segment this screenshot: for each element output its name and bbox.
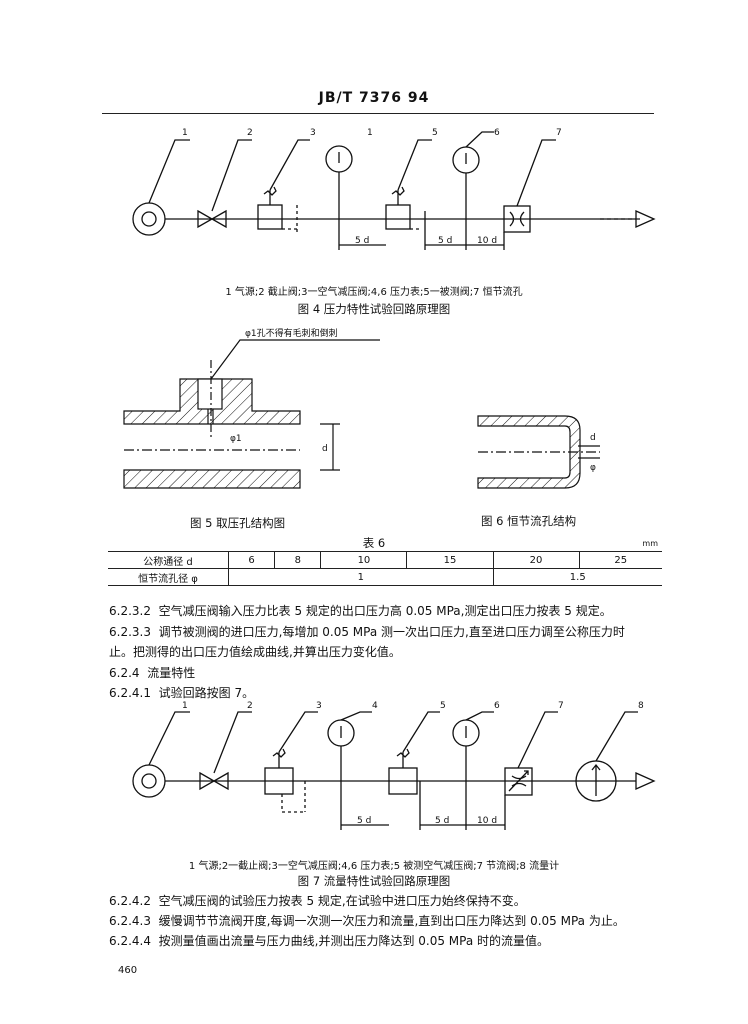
fig7-dim-3: 10 d bbox=[477, 816, 497, 826]
table-row: 恒节流孔径 φ 1 1.5 bbox=[108, 568, 662, 586]
fig4-callout-6: 6 bbox=[494, 128, 500, 138]
clause-text: 按测量值画出流量与压力曲线,并测出压力降达到 0.05 MPa 时的流量值。 bbox=[158, 934, 550, 948]
clause-text: 空气减压阀输入压力比表 5 规定的出口压力高 0.05 MPa,测定出口压力按表… bbox=[158, 604, 612, 618]
clause-text: 调节被测阀的进口压力,每增加 0.05 MPa 测一次出口压力,直至进口压力调至… bbox=[158, 625, 625, 639]
clause-text: 空气减压阀的试验压力按表 5 规定,在试验中进口压力始终保持不变。 bbox=[158, 894, 526, 908]
paragraph: 6.2.3.3 调节被测阀的进口压力,每增加 0.05 MPa 测一次出口压力,… bbox=[109, 624, 625, 640]
fig4-callout-4: 1 bbox=[367, 128, 373, 138]
fig4-legend: 1 气源;2 截止阀;3一空气减压阀;4,6 压力表;5一被测阀;7 恒节流孔 bbox=[225, 287, 523, 298]
fig6-dim-phi: φ bbox=[590, 463, 596, 473]
fig6-caption: 图 6 恒节流孔结构 bbox=[481, 514, 577, 528]
page-number: 460 bbox=[118, 965, 138, 976]
paragraph: 6.2.4.1 试验回路按图 7。 bbox=[109, 685, 254, 701]
clause-number: 6.2.3.2 bbox=[109, 604, 151, 618]
fig4-dim-2: 5 d bbox=[438, 236, 452, 246]
fig4-callout-3: 3 bbox=[310, 128, 316, 138]
fig7-callout-3: 3 bbox=[316, 701, 322, 711]
fig4-callout-2: 2 bbox=[247, 128, 253, 138]
paragraph: 6.2.4 流量特性 bbox=[109, 665, 195, 681]
clause-number: 6.2.4.3 bbox=[109, 914, 151, 928]
paragraph: 6.2.4.4 按测量值画出流量与压力曲线,并测出压力降达到 0.05 MPa … bbox=[109, 933, 549, 949]
fig7-callout-2: 2 bbox=[247, 701, 253, 711]
fig7-callout-8: 8 bbox=[638, 701, 644, 711]
table-row: 公称通径 d 6 8 10 15 20 25 bbox=[108, 551, 662, 569]
paragraph: 止。把测得的出口压力值绘成曲线,并算出压力变化值。 bbox=[109, 644, 401, 660]
clause-number: 6.2.4.2 bbox=[109, 894, 151, 908]
fig4-callout-5: 5 bbox=[432, 128, 438, 138]
clause-text: 止。把测得的出口压力值绘成曲线,并算出压力变化值。 bbox=[109, 645, 401, 659]
fig7-callout-1: 1 bbox=[182, 701, 188, 711]
clause-text: 流量特性 bbox=[147, 666, 196, 680]
fig5-note: φ1孔不得有毛刺和倒刺 bbox=[245, 327, 338, 339]
fig4-callout-7: 7 bbox=[556, 128, 562, 138]
clause-number: 6.2.3.3 bbox=[109, 625, 151, 639]
fig4-dim-3: 10 d bbox=[477, 236, 497, 246]
fig7-dim-2: 5 d bbox=[435, 816, 449, 826]
paragraph: 6.2.4.2 空气减压阀的试验压力按表 5 规定,在试验中进口压力始终保持不变… bbox=[109, 893, 526, 909]
header-rule bbox=[102, 113, 654, 114]
paragraph: 6.2.3.2 空气减压阀输入压力比表 5 规定的出口压力高 0.05 MPa,… bbox=[109, 603, 612, 619]
table-cell: 1.5 bbox=[492, 568, 662, 586]
clause-number: 6.2.4 bbox=[109, 666, 140, 680]
fig5-caption: 图 5 取压孔结构图 bbox=[190, 516, 286, 530]
fig5-dim-d: d bbox=[322, 444, 328, 454]
fig7-callout-5: 5 bbox=[440, 701, 446, 711]
clause-number: 6.2.4.4 bbox=[109, 934, 151, 948]
fig4-callout-1: 1 bbox=[182, 128, 188, 138]
fig6-dim-d: d bbox=[590, 433, 596, 443]
clause-text: 缓慢调节节流阀开度,每调一次测一次压力和流量,直到出口压力降达到 0.05 MP… bbox=[158, 914, 625, 928]
table6-title: 表 6 bbox=[362, 536, 386, 550]
standard-header: JB/T 7376 94 bbox=[318, 90, 430, 106]
fig4-dim-1: 5 d bbox=[355, 236, 369, 246]
fig5-dim-phi: φ1 bbox=[230, 434, 242, 444]
fig7-dim-1: 5 d bbox=[357, 816, 371, 826]
fig7-callout-7: 7 bbox=[558, 701, 564, 711]
clause-number: 6.2.4.1 bbox=[109, 686, 151, 700]
table6-unit: mm bbox=[642, 539, 658, 548]
fig7-callout-4: 4 bbox=[372, 701, 378, 711]
table-6: 公称通径 d 6 8 10 15 20 25 恒节流孔径 φ 1 1.5 bbox=[108, 551, 662, 586]
fig7-caption: 图 7 流量特性试验回路原理图 bbox=[297, 874, 451, 888]
paragraph: 6.2.4.3 缓慢调节节流阀开度,每调一次测一次压力和流量,直到出口压力降达到… bbox=[109, 913, 625, 929]
fig4-caption: 图 4 压力特性试验回路原理图 bbox=[297, 302, 451, 316]
fig7-callout-6: 6 bbox=[494, 701, 500, 711]
clause-text: 试验回路按图 7。 bbox=[158, 686, 255, 700]
fig7-legend: 1 气源;2一截止阀;3一空气减压阀;4,6 压力表;5 被测空气减压阀;7 节… bbox=[188, 861, 560, 872]
